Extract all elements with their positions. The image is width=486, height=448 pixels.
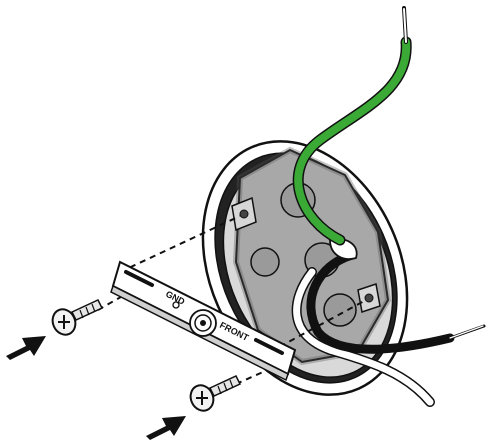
phillips-head-icon xyxy=(58,315,70,329)
arrow-right-icon xyxy=(146,416,186,440)
knockout-left xyxy=(250,247,280,277)
mounting-tab-upper xyxy=(231,196,257,232)
strap-slot-left xyxy=(124,270,154,287)
strap-slot-right xyxy=(254,338,284,355)
guide-line-upper xyxy=(119,215,241,273)
hot-wire-tip-inner xyxy=(449,325,484,339)
screw-lower xyxy=(189,375,242,412)
mounting-tab-lower xyxy=(357,283,381,313)
screw-upper xyxy=(51,299,104,336)
arrow-right-icon xyxy=(6,336,46,360)
neutral-wire xyxy=(293,268,434,406)
strap-center-ring xyxy=(194,314,212,332)
ground-wire xyxy=(294,38,411,244)
mounting-strap: GND FRONT xyxy=(110,260,297,382)
screw-hole-icon xyxy=(364,293,374,303)
screw-hole-icon xyxy=(239,209,249,219)
phillips-head-icon xyxy=(196,391,208,405)
hot-wire xyxy=(306,250,455,354)
box-rim xyxy=(232,146,392,366)
ground-wire-tip-inner xyxy=(403,8,407,43)
wires xyxy=(291,6,486,407)
strap-center-dot xyxy=(200,320,206,326)
guide-line-lower xyxy=(269,299,367,353)
ground-hole-icon xyxy=(172,301,180,309)
